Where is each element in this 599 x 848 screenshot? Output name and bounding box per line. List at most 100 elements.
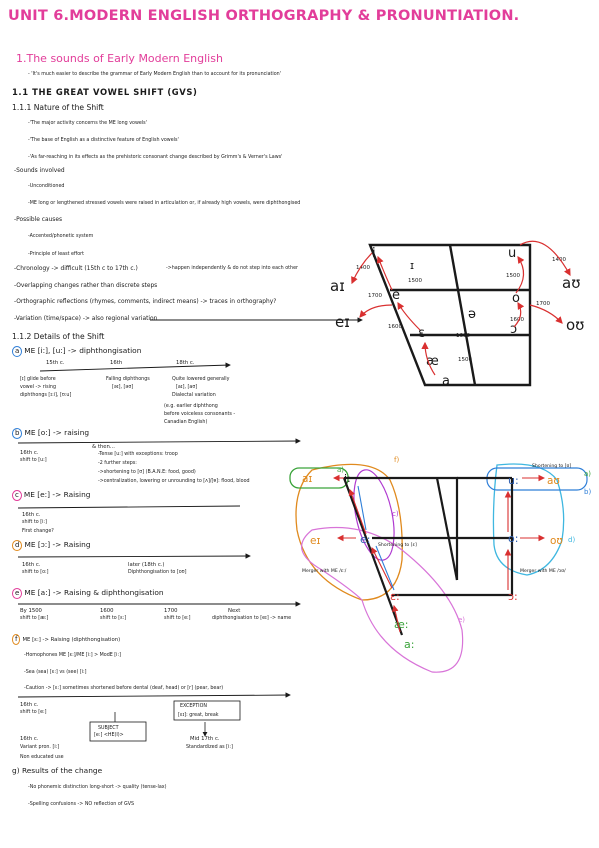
vowel-label: e	[392, 288, 400, 303]
nature-heading: 1.1.1 Nature of the Shift	[12, 103, 104, 112]
detail-c-label: ME [e:] -> Raising	[23, 490, 91, 499]
vowel-label: o	[512, 291, 520, 306]
note-line: Canadian English)	[164, 420, 208, 425]
note-line: shift to [ɛ:]	[100, 616, 127, 621]
nature-item: -'The base of English as a distinctive f…	[28, 138, 179, 143]
vowel-label: ɪ	[410, 259, 414, 272]
time-label: Mid 17th c.	[190, 736, 220, 742]
overlapping: -Overlapping changes rather than discret…	[14, 283, 158, 289]
diphthong-label: eɪ	[310, 535, 320, 547]
vowel-label: æ:	[394, 618, 409, 631]
note-line: vowel -> rising	[20, 385, 57, 390]
note-line: Quite lowered generally	[172, 377, 230, 382]
note-line: shift to [æ:]	[20, 616, 49, 621]
vowel-chart-2: i: u: e: o: ɛ: ɔ: æ: a: aɪ aʊ eɪ oʊ Shor…	[289, 456, 591, 673]
date-label: 1600	[456, 333, 470, 339]
note-line: Standardized as [i:]	[186, 745, 233, 750]
sounds-heading: -Sounds involved	[14, 168, 65, 174]
detail-letter: c	[12, 490, 22, 501]
time-label: 16th	[110, 360, 123, 366]
orthographic: -Orthographic reflections (rhymes, comme…	[14, 299, 277, 305]
section-heading: 1.The sounds of Early Modern English	[16, 52, 223, 65]
note-line: Falling diphthongs	[106, 377, 150, 382]
vowel-label: i	[372, 246, 376, 261]
vowel-label: u	[508, 246, 516, 261]
detail-letter: d	[12, 540, 23, 551]
detail-d-label: ME [ɔ:] -> Raising	[24, 540, 91, 549]
note-line: shift to [e:]	[164, 616, 191, 621]
note-line: Dialectal variation	[172, 393, 216, 398]
time-label: 16th c.	[20, 736, 39, 742]
detail-b-label: ME [o:] -> raising	[24, 428, 90, 437]
details-heading: 1.1.2 Details of the Shift	[12, 332, 105, 341]
vowel-label: i:	[344, 472, 351, 485]
detail-a-label: ME [i:], [u:] -> diphthongisation	[24, 346, 142, 355]
detail-g-label: Results of the change	[21, 766, 103, 775]
diphthong-label: aʊ	[562, 274, 580, 292]
vowel-label: o:	[508, 532, 518, 545]
date-label: 1500	[408, 278, 422, 284]
time-label: 15th c.	[46, 360, 65, 366]
variation: -Variation (time/space) -> also regional…	[14, 316, 158, 322]
diphthong-label: oʊ	[566, 316, 584, 334]
vowel-label: ɛ	[418, 326, 425, 341]
note-line: [aɪ], [aʊ]	[176, 385, 198, 390]
detail-letter: e	[12, 588, 23, 599]
vowel-label: a:	[404, 638, 414, 651]
note-line: shift to [i:]	[22, 520, 47, 525]
note-line: -Homophones ME [ɛ:]/ME [i:] > ModE [i:]	[24, 653, 121, 658]
note-line: Variant pron. [i:]	[20, 745, 60, 750]
chart-note: Shortening to [ɛ]	[378, 542, 417, 548]
sounds-item: -Unconditioned	[28, 184, 65, 189]
date-label: 1500	[506, 273, 520, 279]
detail-letter: a	[12, 346, 23, 357]
note-line: [ɪ] glide before	[20, 377, 56, 382]
vowel-label: u:	[508, 474, 519, 487]
note-line: -Sea (sea) [ɛ:] vs (see) [i:]	[24, 670, 87, 675]
detail-f-label: ME [ɛ:] -> Raising (diphthongisation)	[22, 637, 121, 643]
nature-item: -'As far-reaching in its effects as the …	[28, 155, 283, 160]
date-label: 1600	[510, 317, 524, 323]
vowel-label: e:	[360, 533, 370, 546]
note-line: diphthongs [ɪ:i], [ʊ:u]	[20, 393, 72, 398]
section-note: - 'It's much easier to describe the gram…	[28, 72, 282, 77]
time-label: 1700	[164, 608, 178, 614]
time-label: 16th c.	[22, 512, 41, 518]
causes-heading: -Possible causes	[14, 217, 63, 223]
note-line: Non educated use	[20, 755, 64, 760]
detail-g-heading: g) Results of the change	[12, 766, 103, 775]
diphthong-label: aɪ	[330, 277, 345, 295]
date-label: 1500	[458, 357, 472, 363]
chronology: -Chronology -> difficult (15th c to 17th…	[14, 266, 138, 272]
note-line: (e.g. earlier diphthong	[164, 404, 218, 409]
detail-e-label: ME [a:] -> Raising & diphthongisation	[24, 588, 164, 597]
vowel-chart-1: i u e o ɛ ɔ æ a ɪ ə aɪ aʊ eɪ oʊ 1400 150…	[330, 240, 584, 389]
note-line: -Caution -> [ɛ:] sometimes shortened bef…	[24, 686, 224, 691]
note-line: -2 further steps:	[98, 461, 137, 466]
note-line: [əɪ], [əʊ]	[112, 385, 134, 390]
date-label: 1600	[388, 324, 402, 330]
note-line: Diphthongisation to [oʊ]	[128, 570, 187, 575]
region-letter: d)	[568, 536, 575, 544]
region-letter: b)	[584, 488, 591, 496]
diphthong-label: eɪ	[335, 313, 350, 331]
diphthong-label: aɪ	[302, 473, 312, 485]
vowel-label: ɔ:	[508, 590, 518, 603]
causes-item: -Principle of least effort	[28, 252, 85, 257]
region-letter: a)	[584, 470, 591, 478]
note-line: -Spelling confusions -> NO reflection of…	[28, 802, 135, 807]
date-label: 1400	[552, 257, 566, 263]
note-line: -No phonemic distinction long-short -> q…	[28, 785, 167, 790]
region-letter: e)	[458, 616, 465, 624]
subject-box-text: [e:] <HE(I)>	[94, 733, 124, 738]
sounds-item: -ME long or lengthened stressed vowels w…	[28, 201, 301, 206]
note-line: before voiceless consonants -	[164, 412, 236, 417]
detail-letter: b	[12, 428, 23, 439]
date-label: 1400	[356, 265, 370, 271]
time-label: 16th c.	[20, 450, 39, 456]
